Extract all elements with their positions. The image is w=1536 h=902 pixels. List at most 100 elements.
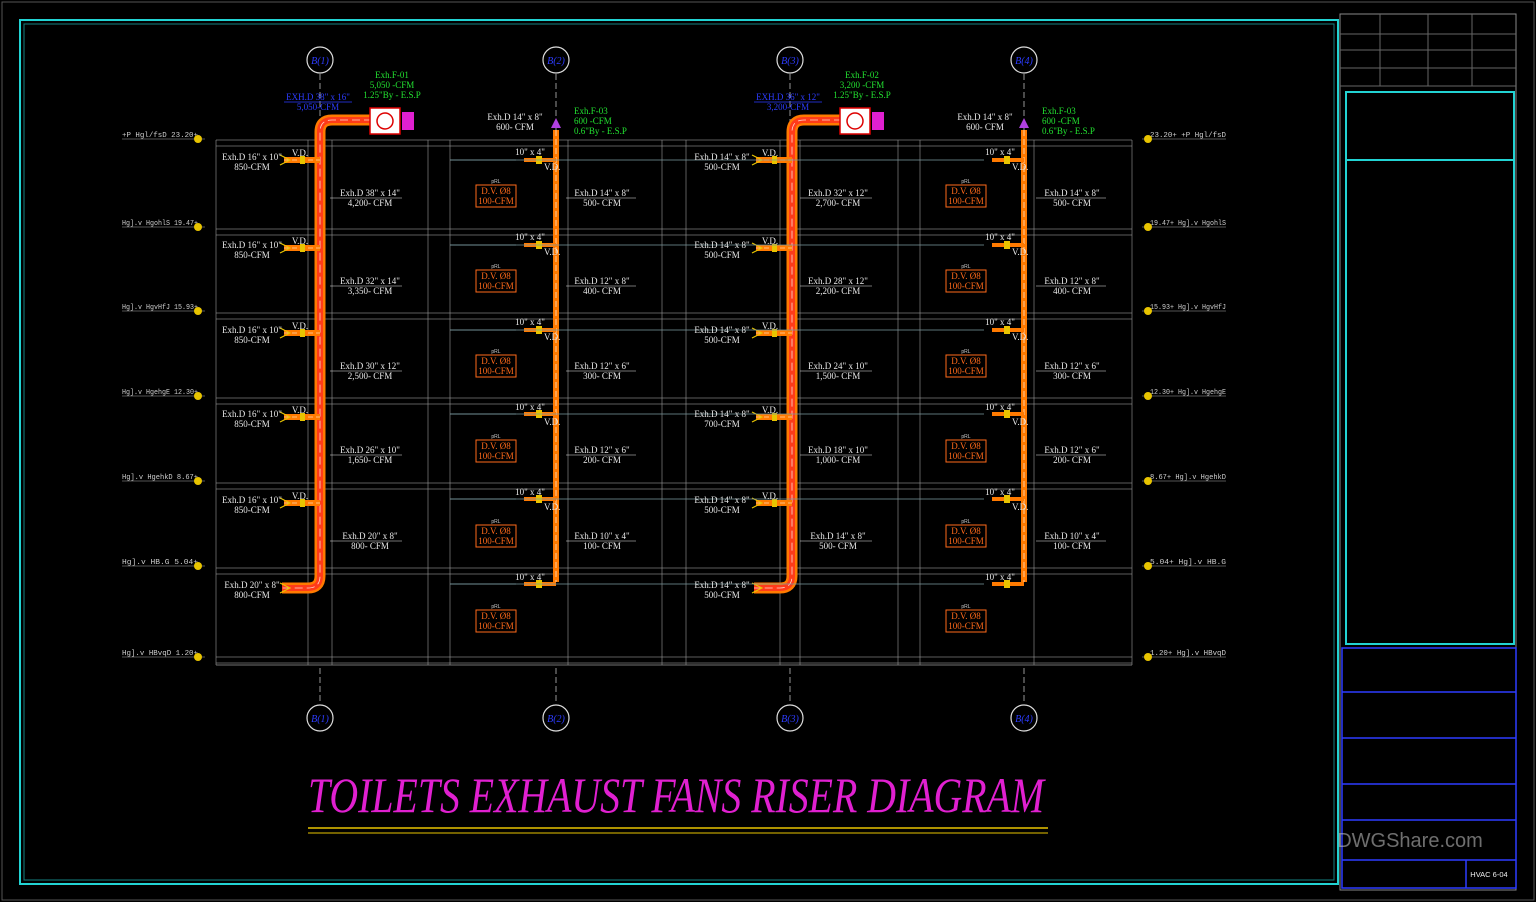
diffuser-size: D.V. Ø8 xyxy=(951,271,981,281)
diffuser-box xyxy=(475,609,517,633)
diffuser-box xyxy=(945,524,987,548)
diffuser-box xyxy=(475,354,517,378)
grid-bubble-bottom-label: B(1) xyxy=(311,714,329,725)
fan-name: Exh.F-03 xyxy=(1042,106,1076,116)
fan-exh-f-02 xyxy=(839,107,884,135)
volume-damper-label: V.D. xyxy=(1012,417,1028,427)
roof-fan-cap-icon xyxy=(1019,118,1029,128)
volume-damper-label: V.D. xyxy=(292,148,308,158)
branch-duct-cfm: 500-CFM xyxy=(704,162,740,172)
small-branch-size: 10" x 4" xyxy=(515,572,545,582)
fan-motor-icon xyxy=(872,112,884,130)
riser-duct-size: Exh.D 12" x 6" xyxy=(574,445,630,455)
diffuser-box xyxy=(475,439,517,463)
volume-damper-label: V.D. xyxy=(292,321,308,331)
riser-duct-size: Exh.D 38" x 14" xyxy=(340,188,400,198)
level-label-left: Hg].v HgehgE 12.30+ xyxy=(122,389,198,397)
small-branch-size: 10" x 4" xyxy=(515,487,545,497)
airflow-arrow-icon xyxy=(279,582,292,594)
volume-damper-icon xyxy=(1004,580,1010,588)
riser-duct-size: Exh.D 24" x 10" xyxy=(808,361,868,371)
volume-damper-icon xyxy=(300,413,305,421)
grid-bubble-bottom-circle xyxy=(542,704,570,732)
branch-duct-cfm: 500-CFM xyxy=(704,335,740,345)
fan-esp: 1.25"By - E.S.P xyxy=(833,90,890,100)
fan-box-icon xyxy=(839,107,871,135)
small-branch-size: 10" x 4" xyxy=(515,402,545,412)
volume-damper-icon xyxy=(1004,410,1010,418)
level-marker-icon xyxy=(194,392,202,400)
exhaust-fans xyxy=(369,107,884,135)
riser-duct-centerline xyxy=(282,119,372,589)
diffuser-cfm: 100-CFM xyxy=(478,281,514,291)
level-marker-icon xyxy=(194,653,202,661)
riser-duct-size: Exh.D 32" x 12" xyxy=(808,188,868,198)
watermark: DWGShare.com xyxy=(1337,830,1483,852)
riser-duct-cfm: 2,500- CFM xyxy=(348,371,393,381)
volume-damper-label: V.D. xyxy=(1012,162,1028,172)
branch-duct-cfm: 850-CFM xyxy=(234,335,270,345)
volume-damper-label: V.D. xyxy=(544,417,560,427)
volume-damper-icon xyxy=(300,156,305,164)
level-label-right: 23.20+ +P Hgl/fsD xyxy=(1150,132,1226,140)
diffuser-cfm: 100-CFM xyxy=(948,366,984,376)
riser-duct-cfm: 500- CFM xyxy=(1053,198,1091,208)
small-branch-size: 10" x 4" xyxy=(985,402,1015,412)
diffuser-tag: pRL xyxy=(961,179,970,185)
riser-duct-size: Exh.D 14" x 8" xyxy=(574,188,630,198)
volume-damper-icon xyxy=(1004,326,1010,334)
diffuser-cfm: 100-CFM xyxy=(948,281,984,291)
diffuser-box xyxy=(475,184,517,208)
level-label-right: 5.04+ Hg].v HB.G xyxy=(1150,559,1226,567)
small-branch-size: 10" x 4" xyxy=(515,147,545,157)
riser-duct-cfm: 500- CFM xyxy=(819,541,857,551)
level-marker-icon xyxy=(1144,562,1152,570)
riser-duct-cfm: 400- CFM xyxy=(1053,286,1091,296)
volume-damper-icon xyxy=(1004,495,1010,503)
diffuser-size: D.V. Ø8 xyxy=(481,441,511,451)
diffuser-box xyxy=(945,184,987,208)
volume-damper-icon xyxy=(772,413,777,421)
volume-damper-icon xyxy=(300,329,305,337)
branch-duct-size: Exh.D 14" x 8" xyxy=(694,409,750,419)
riser-duct-cfm: 2,200- CFM xyxy=(816,286,861,296)
diffuser-size: D.V. Ø8 xyxy=(951,611,981,621)
fan-cfm: 600 -CFM xyxy=(574,116,612,126)
grid-bubble-top-label: B(2) xyxy=(547,56,565,67)
fan-wheel-icon xyxy=(376,112,394,130)
riser-duct-size: Exh.D 26" x 10" xyxy=(340,445,400,455)
level-marker-icon xyxy=(1144,307,1152,315)
riser-duct-size: Exh.D 12" x 6" xyxy=(1044,445,1100,455)
airflow-arrow-icon xyxy=(279,242,292,254)
level-label-left: Hg].v HgehkD 8.67+ xyxy=(122,474,198,482)
riser-exh-f-03-b xyxy=(450,118,1029,588)
fan-esp: 0.6"By - E.S.P xyxy=(574,126,627,136)
small-branch-size: 10" x 4" xyxy=(515,317,545,327)
diffuser-size: D.V. Ø8 xyxy=(481,356,511,366)
airflow-arrow-icon xyxy=(279,327,292,339)
airflow-arrow-icon xyxy=(751,497,764,509)
branch-duct-size: Exh.D 16" x 10" xyxy=(222,409,282,419)
branch-duct-cfm: 500-CFM xyxy=(704,505,740,515)
main-duct-size: EXH.D 38" x 16" xyxy=(286,92,350,102)
drawing-frame xyxy=(19,19,1339,885)
volume-damper-label: V.D. xyxy=(544,162,560,172)
diffuser-cfm: 100-CFM xyxy=(478,196,514,206)
drawing-title: TOILETS EXHAUST FANS RISER DIAGRAM xyxy=(308,767,1046,823)
diffuser-cfm: 100-CFM xyxy=(478,621,514,631)
volume-damper-label: V.D. xyxy=(762,236,778,246)
diffuser-cfm: 100-CFM xyxy=(478,451,514,461)
volume-damper-label: V.D. xyxy=(292,491,308,501)
branch-duct-cfm: 800-CFM xyxy=(234,590,270,600)
level-label-right: 15.93+ Hg].v HgvHfJ xyxy=(1150,304,1226,312)
volume-damper-label: V.D. xyxy=(762,148,778,158)
diffuser-box xyxy=(475,269,517,293)
riser-duct-size: Exh.D 12" x 6" xyxy=(574,361,630,371)
riser-duct-cfm: 400- CFM xyxy=(583,286,621,296)
volume-damper-label: V.D. xyxy=(762,405,778,415)
grid-bubble-top-circle xyxy=(776,46,804,74)
volume-damper-label: V.D. xyxy=(1012,332,1028,342)
